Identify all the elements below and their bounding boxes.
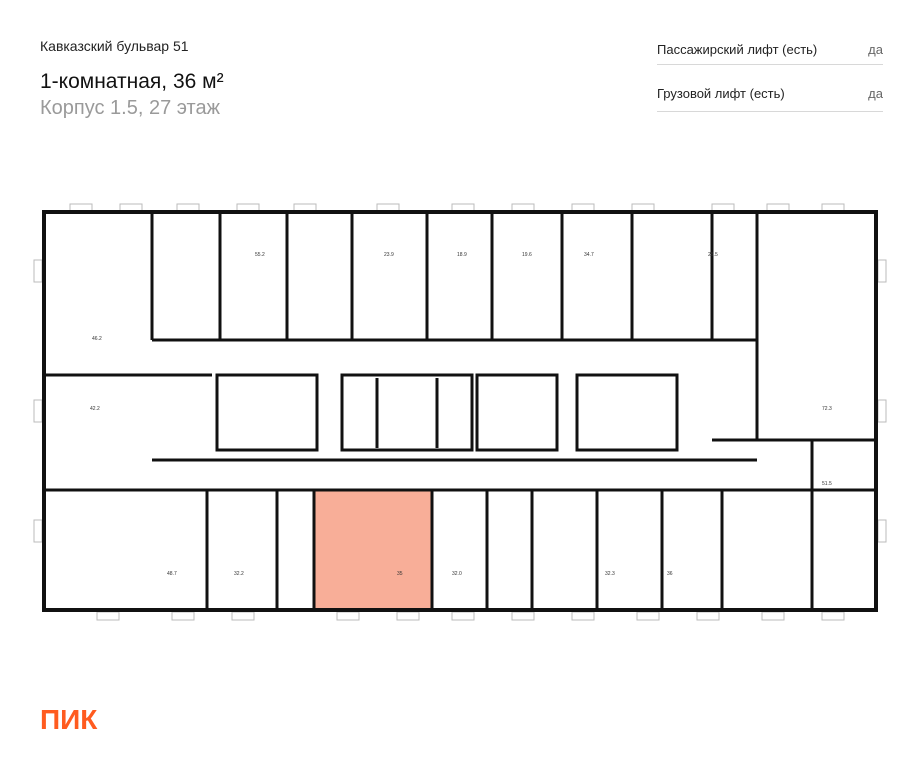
unit-area-label: 55.2	[255, 252, 265, 258]
unit-area-label: 36	[667, 571, 673, 577]
unit-area-label: 18.9	[457, 252, 467, 258]
unit-area-label: 23.9	[384, 252, 394, 258]
lift-value: да	[868, 85, 883, 101]
unit-area-label: 19.6	[522, 252, 532, 258]
address: Кавказский бульвар 51	[40, 38, 189, 54]
unit-area-label: 32.2	[234, 571, 244, 577]
lift-value: да	[868, 41, 883, 57]
walls	[42, 210, 878, 612]
logo-text: ПИК	[40, 705, 98, 731]
apartment-header: Кавказский бульвар 51 1-комнатная, 36 м²…	[40, 38, 224, 120]
lift-label: Пассажирский лифт (есть)	[657, 41, 818, 57]
unit-area-label: 48.7	[167, 571, 177, 577]
unit-labels: 46.2 55.2 23.9 18.9 19.6 34.7 25.5 42.2 …	[90, 252, 832, 577]
unit-area-label: 51.5	[822, 481, 832, 487]
unit-area-label: 35	[397, 571, 403, 577]
freight-lift-row: Грузовой лифт (есть) да	[657, 65, 883, 112]
unit-area-label: 32.3	[605, 571, 615, 577]
unit-area-label: 32.0	[452, 571, 462, 577]
unit-area-label: 25.5	[708, 252, 718, 258]
lift-info: Пассажирский лифт (есть) да Грузовой лиф…	[657, 30, 883, 112]
unit-area-label: 42.2	[90, 406, 100, 412]
unit-area-label: 34.7	[584, 252, 594, 258]
floor-plan: 46.2 55.2 23.9 18.9 19.6 34.7 25.5 42.2 …	[33, 203, 887, 621]
lift-label: Грузовой лифт (есть)	[657, 85, 785, 101]
selected-apartment-highlight[interactable]	[314, 490, 432, 610]
passenger-lift-row: Пассажирский лифт (есть) да	[657, 30, 883, 65]
building-floor: Корпус 1.5, 27 этаж	[40, 97, 220, 119]
unit-area-label: 72.3	[822, 406, 832, 412]
pik-logo: ПИК	[40, 704, 120, 736]
unit-area-label: 46.2	[92, 336, 102, 342]
apartment-title: 1-комнатная, 36 м²	[40, 70, 224, 93]
